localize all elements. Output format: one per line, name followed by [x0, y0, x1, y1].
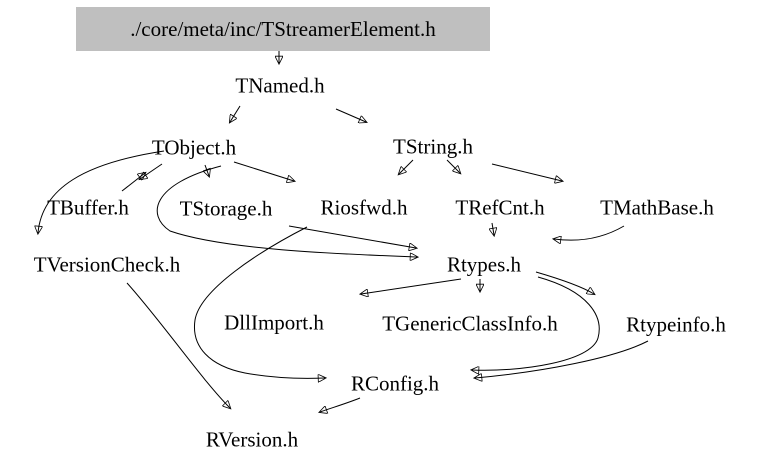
edge-tstring-tmathbase — [491, 163, 562, 181]
edge-rtypes-rconfig — [472, 276, 600, 370]
node-tobject[interactable]: TObject.h — [151, 135, 237, 160]
edge-rtypeinfo-rconfig — [475, 340, 649, 378]
edge-tobject-tversioncheck — [38, 150, 165, 233]
edge-tversioncheck-rversion — [126, 282, 230, 408]
edge-tmathbase-rtypes — [554, 225, 625, 240]
edge-rtypes-dllimport — [361, 278, 462, 294]
node-rtypeinfo[interactable]: Rtypeinfo.h — [626, 312, 726, 337]
edge-tobject-tbuffer — [140, 163, 163, 179]
edge-tnamed-tstring — [335, 108, 366, 122]
node-tstorage[interactable]: TStorage.h — [179, 196, 273, 221]
node-tmathbase[interactable]: TMathBase.h — [600, 195, 714, 220]
edge-tobject-riosfwd — [233, 161, 294, 181]
edge-tstring-riosfwd — [399, 159, 414, 174]
node-tstreamerelement: ./core/meta/inc/TStreamerElement.h — [76, 7, 490, 51]
node-riosfwd[interactable]: Riosfwd.h — [320, 195, 408, 220]
edge-tobject-rtypes — [156, 165, 417, 257]
edge-tbuffer-tobject — [121, 173, 145, 192]
edge-trefcnt-rtypes — [492, 222, 494, 235]
edge-riosfwd-rconfig — [193, 226, 325, 378]
edge-tnamed-tobject — [230, 105, 241, 122]
node-tgenericclassinfo[interactable]: TGenericClassInfo.h — [382, 311, 558, 336]
node-dllimport[interactable]: DllImport.h — [224, 310, 324, 335]
node-rconfig[interactable]: RConfig.h — [350, 371, 440, 396]
node-tversioncheck[interactable]: TVersionCheck.h — [33, 252, 181, 277]
node-tstring[interactable]: TString.h — [393, 134, 473, 159]
node-rtypes[interactable]: Rtypes.h — [446, 252, 522, 277]
node-rversion[interactable]: RVersion.h — [205, 427, 299, 452]
edge-tstring-trefcnt — [446, 159, 460, 173]
edge-rconfig-rversion — [320, 397, 361, 412]
edge-tstorage-rtypes — [288, 225, 416, 248]
edge-rtypes-rtypeinfo — [535, 271, 594, 294]
node-tbuffer[interactable]: TBuffer.h — [47, 195, 129, 220]
node-trefcnt[interactable]: TRefCnt.h — [455, 195, 545, 220]
node-tnamed[interactable]: TNamed.h — [235, 73, 325, 98]
